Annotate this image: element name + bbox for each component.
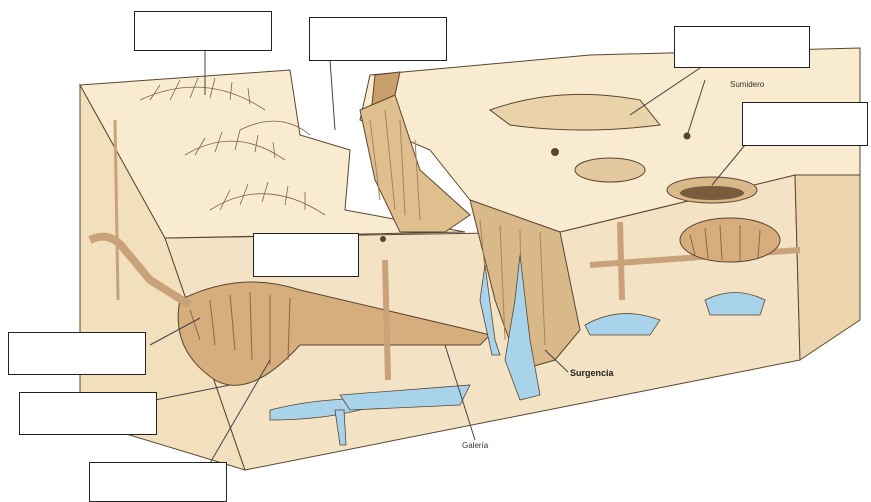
blank-label-box-1[interactable] xyxy=(134,11,272,51)
blank-label-box-4[interactable] xyxy=(742,102,868,146)
label-galeria: Galería xyxy=(462,441,488,450)
blank-label-box-2[interactable] xyxy=(309,17,447,61)
blank-label-box-6[interactable] xyxy=(8,332,146,375)
label-sumidero: Sumidero xyxy=(730,80,764,89)
right-face xyxy=(795,175,860,360)
blank-label-box-7[interactable] xyxy=(19,392,157,435)
blank-label-box-3[interactable] xyxy=(674,26,810,68)
label-surgencia: Surgencia xyxy=(570,368,614,378)
blank-label-box-5[interactable] xyxy=(253,233,359,277)
blank-label-box-8[interactable] xyxy=(89,462,227,502)
